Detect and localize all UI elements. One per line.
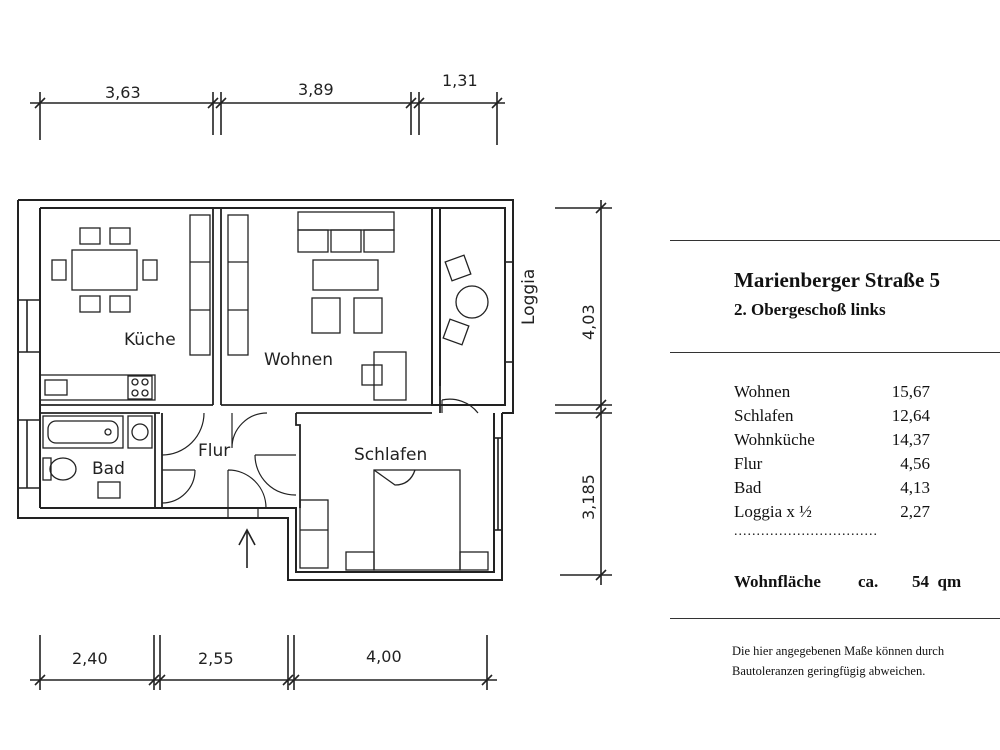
floor-subtitle: 2. Obergeschoß links xyxy=(734,300,886,319)
dim-right-2: 3,185 xyxy=(579,474,598,520)
total-label: Wohnfläche xyxy=(734,572,821,591)
room-label-schlafen: Schlafen xyxy=(354,445,427,465)
dim-bottom-3: 4,00 xyxy=(366,647,402,666)
total-value: 54 qm xyxy=(912,572,962,591)
disclaimer-line-1: Die hier angegebenen Maße können durch xyxy=(732,644,945,658)
dim-right-1: 4,03 xyxy=(579,304,598,340)
bedroom-furniture xyxy=(299,469,489,571)
area-value-wohnkueche: 14,37 xyxy=(891,430,930,449)
area-name-schlafen: Schlafen xyxy=(734,406,794,425)
dim-bottom-2: 2,55 xyxy=(198,649,234,668)
top-dimension-line xyxy=(30,92,505,145)
address-title: Marienberger Straße 5 xyxy=(734,268,941,292)
room-label-loggia: Loggia xyxy=(519,269,539,325)
interior-walls xyxy=(40,208,441,508)
area-name-bad: Bad xyxy=(734,478,762,497)
area-name-wohnkueche: Wohnküche xyxy=(734,430,815,449)
total-ca: ca. xyxy=(858,572,879,591)
divider xyxy=(670,352,1000,353)
area-name-wohnen: Wohnen xyxy=(734,382,791,401)
dim-bottom-1: 2,40 xyxy=(72,649,108,668)
right-dimension-line xyxy=(555,200,612,585)
dim-top-1: 3,63 xyxy=(105,83,141,102)
bottom-dimension-line xyxy=(30,635,497,690)
living-room-furniture xyxy=(227,211,407,401)
entrance-arrow-icon xyxy=(238,528,256,568)
area-value-bad: 4,13 xyxy=(900,478,930,497)
area-name-loggia: Loggia x ½ xyxy=(734,502,812,521)
doors xyxy=(161,398,479,518)
room-label-bad: Bad xyxy=(92,459,125,479)
bathroom-fixtures xyxy=(42,415,153,499)
info-panel: Marienberger Straße 5 2. Obergeschoß lin… xyxy=(670,238,1000,678)
windows xyxy=(18,261,513,531)
divider xyxy=(670,240,1000,241)
dim-top-2: 3,89 xyxy=(298,80,334,99)
area-value-loggia: 2,27 xyxy=(900,502,930,521)
area-value-flur: 4,56 xyxy=(900,454,930,473)
dim-top-3: 1,31 xyxy=(442,71,478,90)
area-value-wohnen: 15,67 xyxy=(891,382,930,401)
room-label-kueche: Küche xyxy=(124,330,176,350)
kitchen-furniture xyxy=(39,214,211,401)
loggia-furniture xyxy=(442,254,489,346)
room-label-flur: Flur xyxy=(198,441,230,461)
area-value-schlafen: 12,64 xyxy=(891,406,930,425)
outer-walls xyxy=(17,199,514,581)
room-label-wohnen: Wohnen xyxy=(264,350,333,370)
floor-plan: 3,63 3,89 1,31 2,40 2,55 4,00 4,03 3,185… xyxy=(17,71,612,690)
area-name-flur: Flur xyxy=(734,454,763,473)
disclaimer-line-2: Bautoleranzen geringfügig abweichen. xyxy=(732,664,926,678)
divider xyxy=(670,618,1000,619)
dotted-separator: ................................ xyxy=(734,524,878,539)
